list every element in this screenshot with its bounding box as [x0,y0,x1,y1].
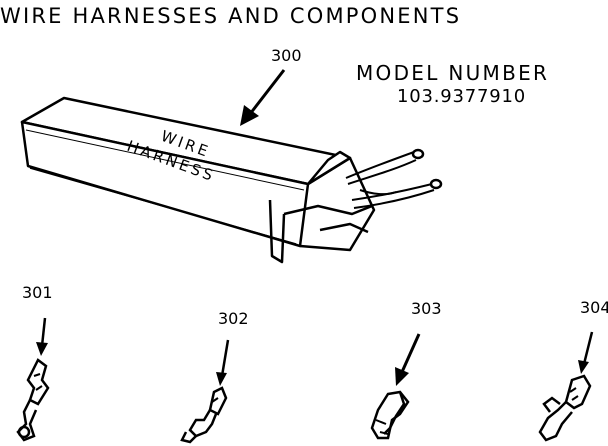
arrow-300 [240,69,286,126]
arrow-301 [36,317,48,356]
callout-302: 302 [218,309,249,328]
arrow-304 [578,331,594,374]
terminal-connector-icon [538,374,592,442]
model-number-value: 103.9377910 [397,86,527,107]
diagram-title: WIRE HARNESSES AND COMPONENTS [0,4,462,28]
callout-304: 304 [580,298,608,317]
wire-harness-box [20,96,376,264]
arrow-302 [216,339,230,386]
terminal-clip-icon [370,390,410,440]
callout-303: 303 [411,299,442,318]
callout-301: 301 [22,283,53,302]
arrow-303 [395,333,421,386]
model-number-label: MODEL NUMBER [356,61,550,85]
harness-wires [345,148,443,209]
callout-300: 300 [271,46,302,65]
terminal-connector-icon [16,358,50,442]
terminal-connector-icon [180,386,228,444]
